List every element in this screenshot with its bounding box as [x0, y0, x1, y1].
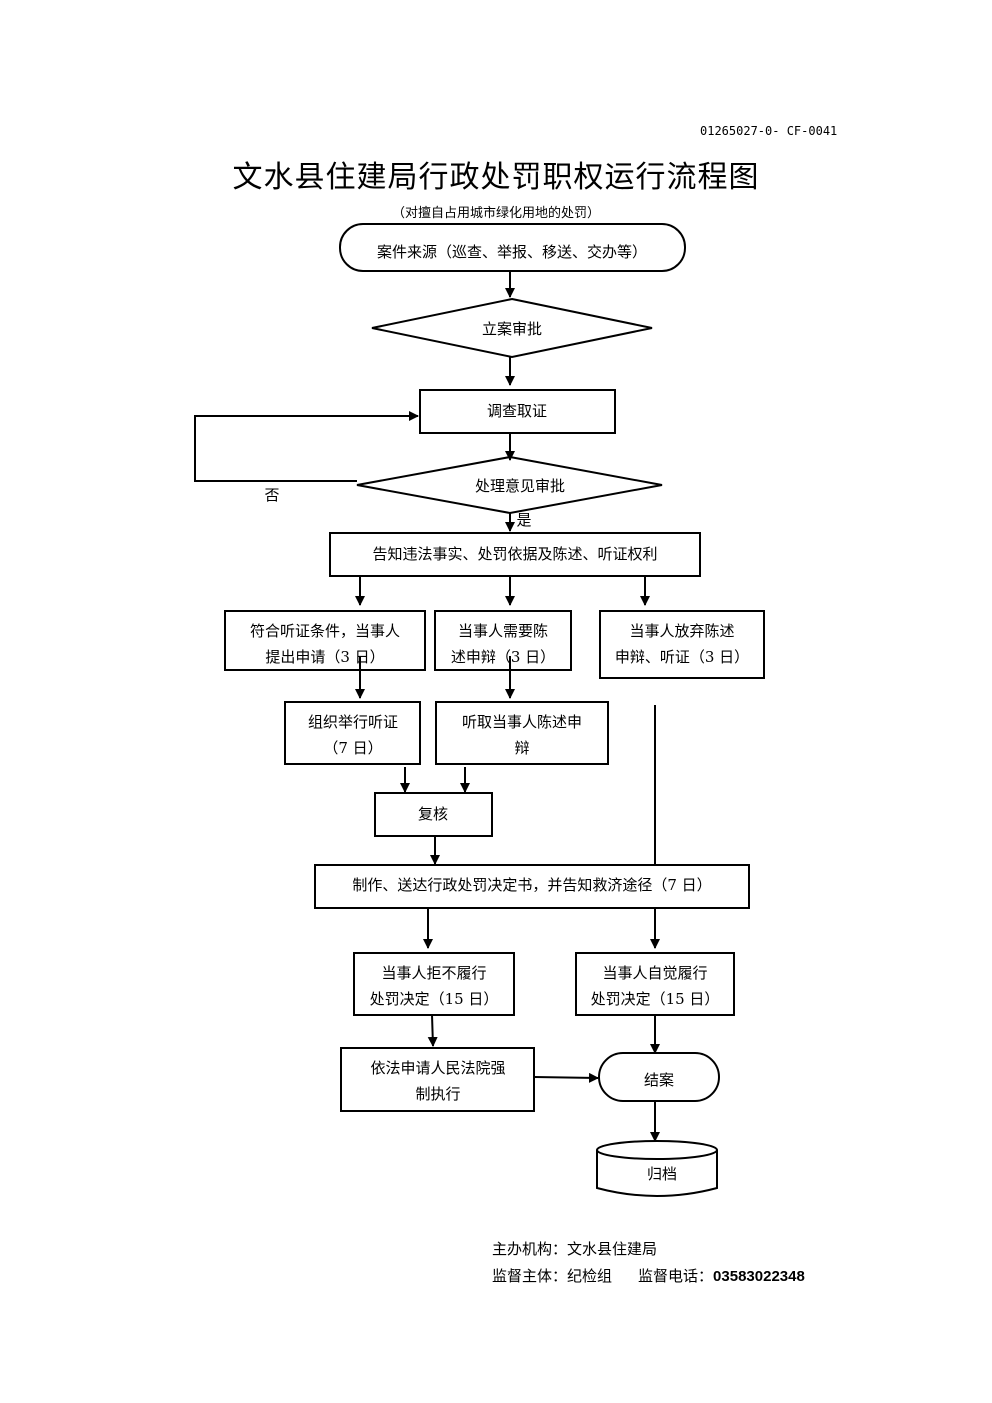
- phone-value: 03583022348: [713, 1268, 805, 1285]
- refuse-label-1: 当事人拒不履行: [381, 964, 486, 982]
- waive-node: [599, 610, 765, 679]
- hearing-apply-node: [224, 610, 426, 671]
- notify-node: [329, 532, 701, 577]
- supervisor-value: 纪检组: [567, 1267, 613, 1285]
- organizer-label: 主办机构：: [492, 1240, 568, 1258]
- hear-statement-node: [435, 701, 609, 765]
- no-loop-arrow: [194, 411, 419, 482]
- review-node: [374, 792, 493, 837]
- filing-approval-label: 立案审批: [482, 320, 542, 338]
- yes-label: 是: [516, 511, 531, 529]
- case-source-node: [339, 223, 686, 272]
- waive-label-2: 申辩、听证（3 日）: [615, 648, 749, 666]
- hearing-apply-label-1: 符合听证条件，当事人: [250, 622, 400, 640]
- page-title: 文水县住建局行政处罚职权运行流程图: [232, 160, 760, 195]
- no-label: 否: [264, 486, 279, 504]
- page-subtitle: （对擅自占用城市绿化用地的处罚）: [391, 206, 600, 221]
- close-label: 结案: [644, 1071, 674, 1089]
- document-code: 01265027-0- CF-0041: [700, 124, 838, 138]
- phone-label: 监督电话：: [638, 1267, 714, 1285]
- footer-organizer: 主办机构：文水县住建局: [492, 1238, 657, 1259]
- archive-node: [596, 1140, 718, 1197]
- arrow: [427, 1014, 438, 1047]
- refuse-label-2: 处罚决定（15 日）: [370, 990, 499, 1008]
- court-node: [340, 1047, 535, 1112]
- statement-need-node: [434, 610, 572, 671]
- decision-label: 制作、送达行政处罚决定书，并告知救济途径（7 日）: [352, 876, 711, 894]
- review-label: 复核: [418, 805, 448, 823]
- waive-label-1: 当事人放弃陈述: [629, 622, 734, 640]
- notify-label: 告知违法事实、处罚依据及陈述、听证权利: [372, 545, 657, 563]
- organizer-value: 文水县住建局: [567, 1240, 658, 1258]
- investigation-node: [419, 389, 616, 434]
- refuse-node: [353, 952, 515, 1016]
- hear-statement-label-2: 辩: [514, 739, 529, 757]
- court-label-1: 依法申请人民法院强: [370, 1059, 505, 1077]
- opinion-approval-label: 处理意见审批: [475, 477, 565, 495]
- archive-label: 归档: [647, 1165, 677, 1183]
- hearing-apply-label-2: 提出申请（3 日）: [265, 648, 384, 666]
- investigation-label: 调查取证: [487, 402, 547, 420]
- hear-statement-label-1: 听取当事人陈述申: [462, 713, 582, 731]
- decision-node: [314, 864, 750, 909]
- court-label-2: 制执行: [415, 1085, 460, 1103]
- statement-need-label-2: 述申辩（3 日）: [451, 648, 555, 666]
- comply-label-1: 当事人自觉履行: [602, 964, 707, 982]
- arrow: [533, 1072, 599, 1083]
- comply-label-2: 处罚决定（15 日）: [591, 990, 720, 1008]
- hold-hearing-label-1: 组织举行听证: [308, 713, 398, 731]
- hold-hearing-node: [284, 701, 421, 765]
- footer-supervision: 监督主体：纪检组 监督电话：03583022348: [492, 1265, 805, 1286]
- close-node: [598, 1052, 720, 1102]
- supervisor-label: 监督主体：: [492, 1267, 568, 1285]
- hold-hearing-label-2: （7 日）: [323, 739, 382, 757]
- statement-need-label-1: 当事人需要陈: [458, 622, 548, 640]
- case-source-label: 案件来源（巡查、举报、移送、交办等）: [377, 243, 647, 261]
- filing-approval-node: [371, 297, 653, 359]
